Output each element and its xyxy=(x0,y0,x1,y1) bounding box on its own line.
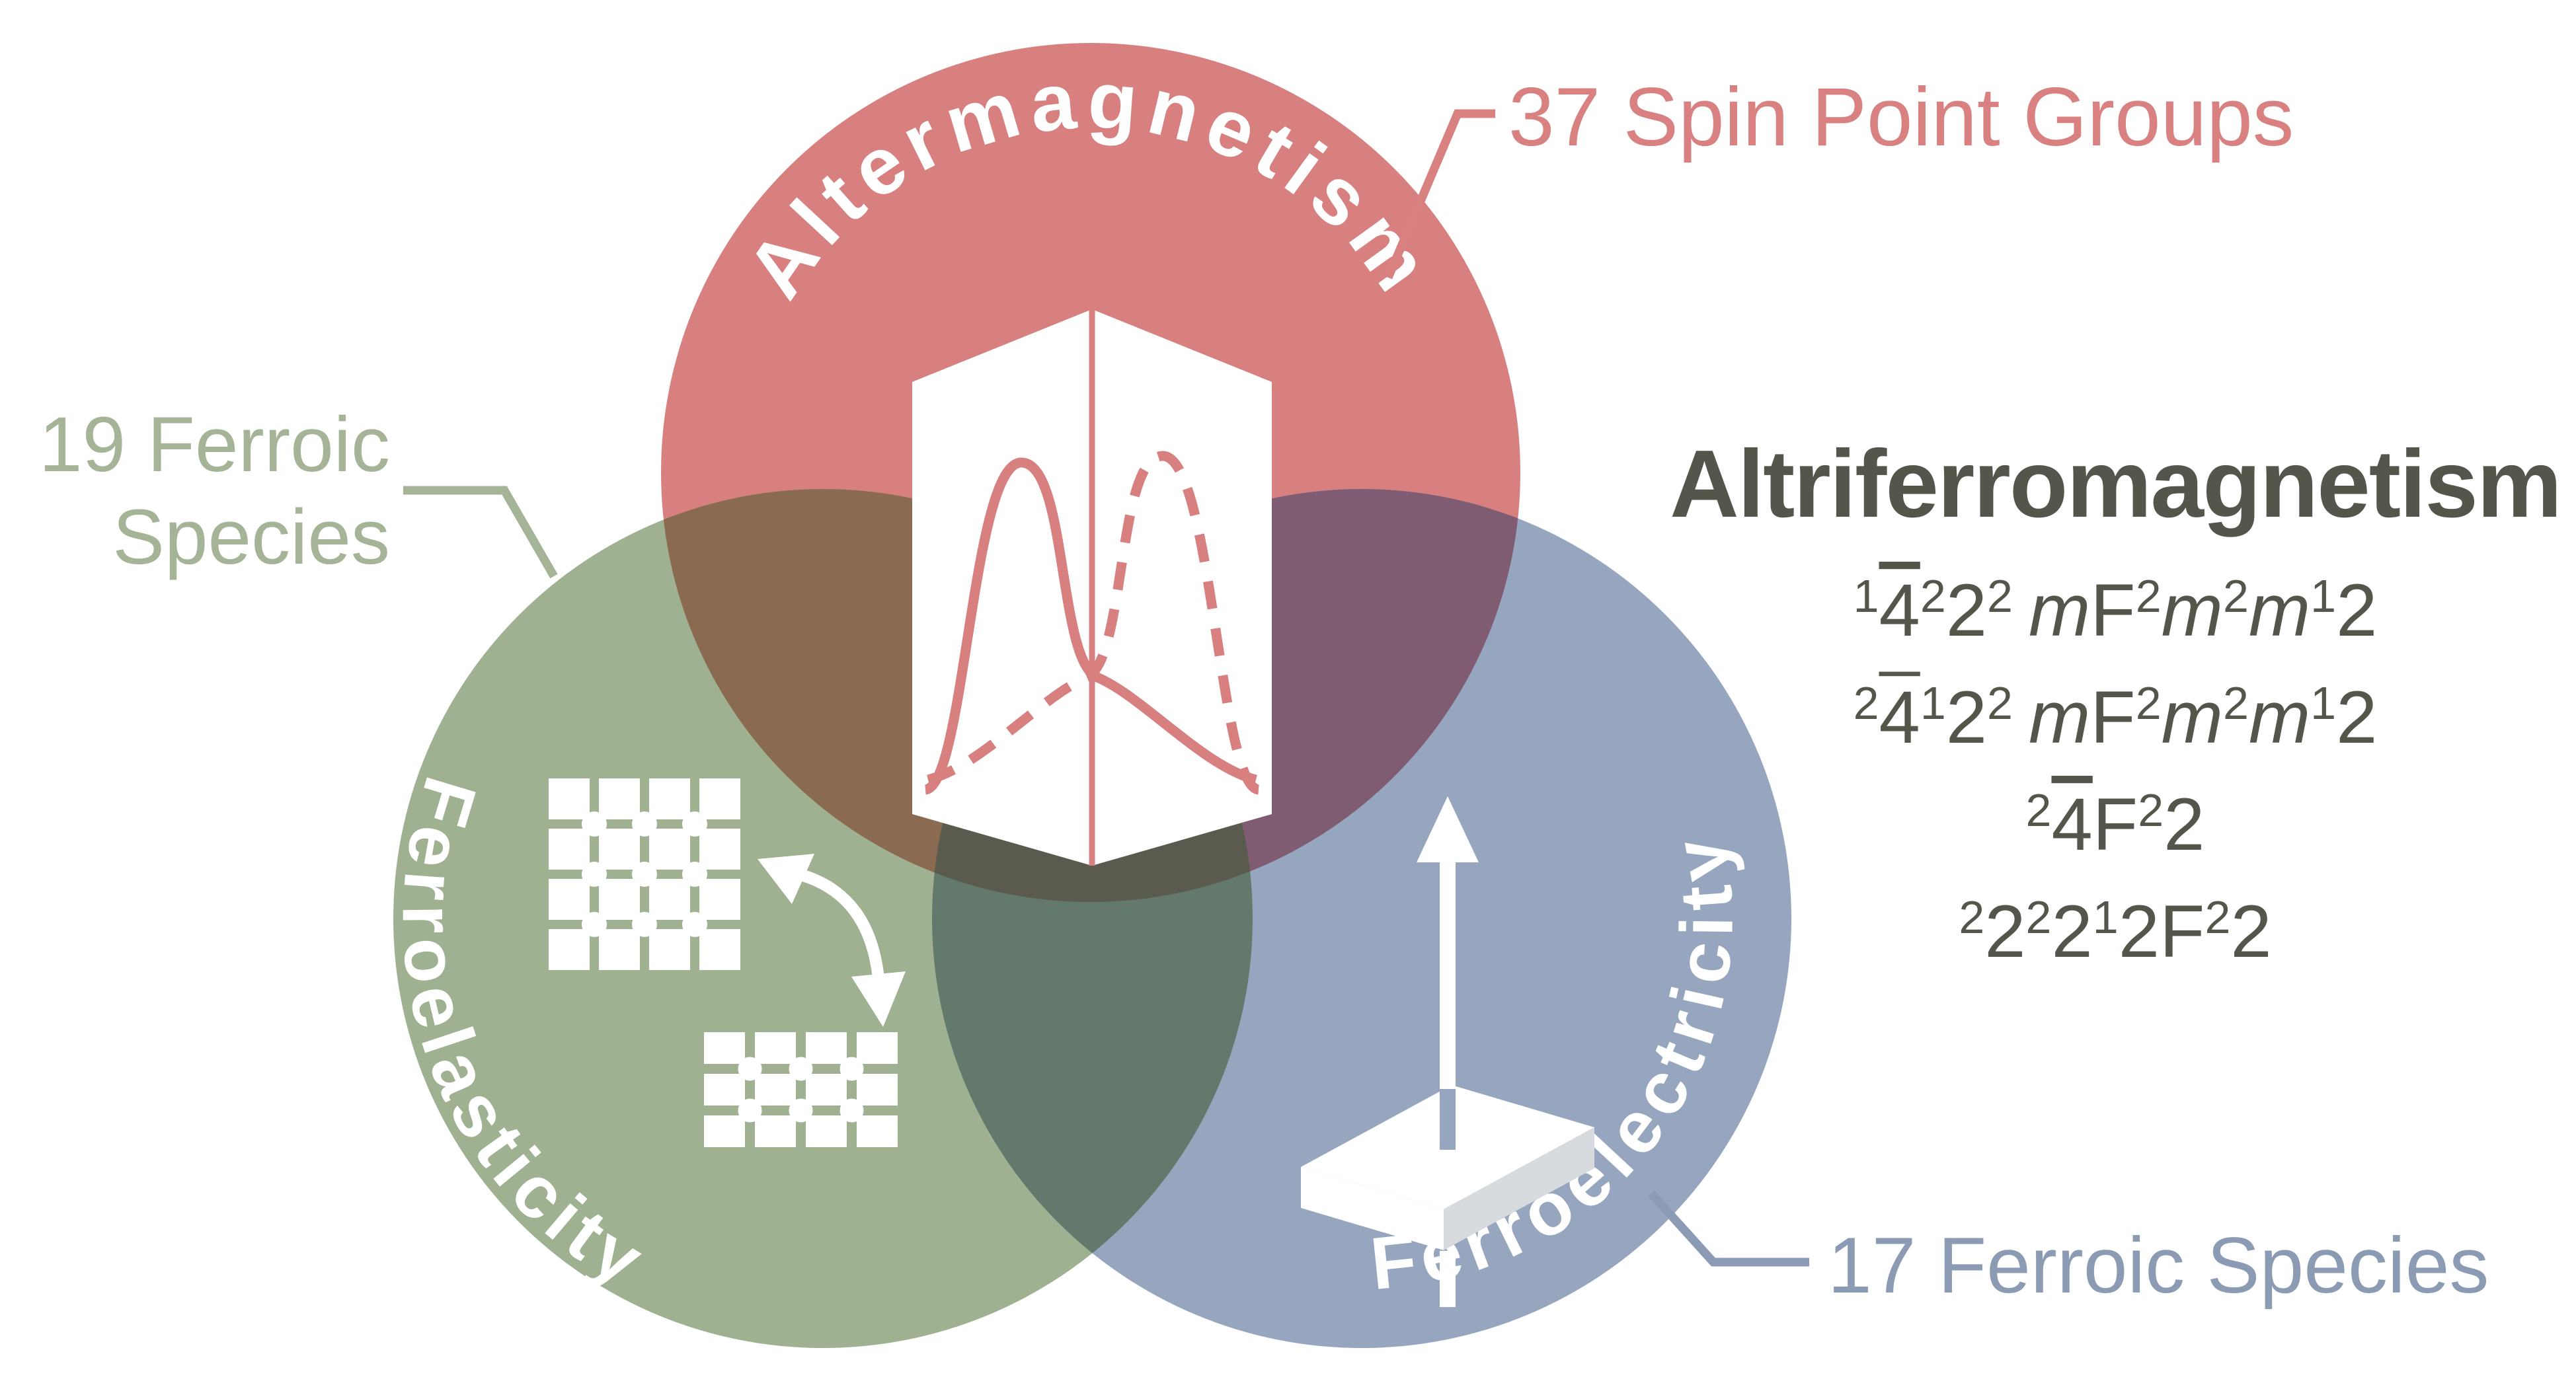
arrow-shaft-lower xyxy=(1440,1251,1456,1307)
arrow-head xyxy=(1417,796,1479,862)
ferroic-species-19-line1: 19 Ferroic xyxy=(39,401,390,488)
panel-title: Altriferromagnetism xyxy=(1670,430,2561,537)
arrow-shaft-upper xyxy=(1440,859,1456,1090)
lattice-grid-distorted xyxy=(704,1032,898,1147)
callout-altermagnetism: 37 Spin Point Groups xyxy=(1384,71,2294,280)
ferroic-species-17-label: 17 Ferroic Species xyxy=(1828,1221,2489,1310)
band-curve-solid xyxy=(923,457,1257,795)
distortion-arrowhead-down xyxy=(851,971,906,1027)
slab-side-face xyxy=(1444,1127,1594,1250)
polarization-arrow-icon xyxy=(1301,796,1594,1307)
spin-group-formula-4: 222212F22 xyxy=(1959,890,2271,973)
callout-line-ferroelectricity xyxy=(1648,1190,1809,1267)
distortion-arrow-curve xyxy=(795,868,885,987)
lattice-grid-square xyxy=(549,778,740,970)
spin-point-groups-label: 37 Spin Point Groups xyxy=(1508,71,2294,163)
callout-ferroelasticity: 19 Ferroic Species xyxy=(39,401,558,581)
callout-ferroelectricity: 17 Ferroic Species xyxy=(1648,1190,2489,1310)
ferroic-species-19-line2: Species xyxy=(112,494,390,581)
arrow-shaft-through-slab xyxy=(1440,1089,1456,1150)
slab-front-face xyxy=(1301,1167,1444,1250)
spin-group-formula-3: 24F22 xyxy=(2026,783,2205,866)
band-structure-icon xyxy=(912,309,1272,866)
lattice-distortion-icon xyxy=(549,778,906,1147)
callout-line-altermagnetism xyxy=(1384,109,1495,280)
distortion-arrowhead-up xyxy=(758,854,814,904)
callout-line-ferroelasticity xyxy=(403,486,558,579)
band-curve-dashed xyxy=(927,451,1261,795)
